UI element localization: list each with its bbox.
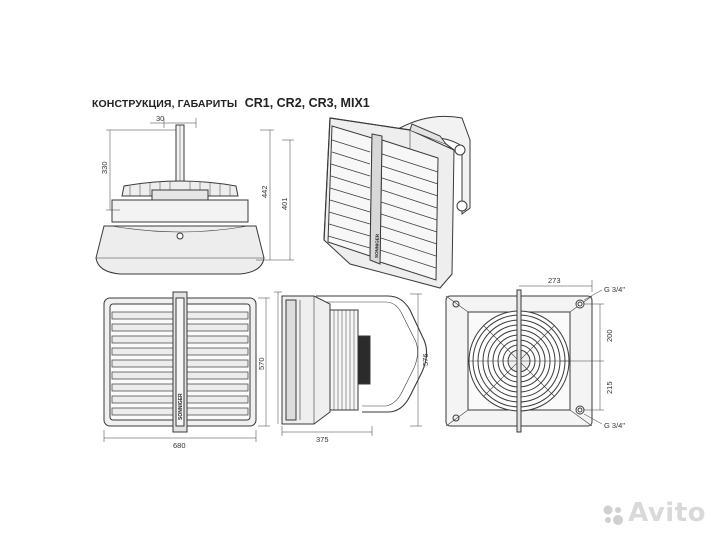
top-view — [95, 118, 294, 275]
title-construction-text: КОНСТРУКЦИЯ, ГАБАРИТЫ — [92, 98, 238, 110]
heater-body-side — [111, 199, 249, 223]
dim-rear-lower: 215 — [605, 381, 614, 394]
dim-pipe-bottom: G 3/4" — [604, 421, 625, 430]
dim-top-height: 330 — [100, 161, 109, 174]
pipe-connection-bottom — [575, 405, 585, 415]
dim-top-body: 401 — [280, 197, 289, 210]
side-view — [274, 291, 428, 436]
dim-rear-upper: 200 — [605, 329, 614, 342]
side-fan-guard — [329, 309, 359, 411]
pipe-connection-top — [575, 299, 585, 309]
title-models-text: CR1, CR2, CR3, MIX1 — [244, 96, 370, 110]
dim-top-total: 442 — [260, 185, 269, 198]
dim-pipe-top: G 3/4" — [604, 285, 625, 294]
dim-top-offset: 30 — [156, 114, 164, 123]
rear-rod — [516, 289, 522, 433]
iso-center-post — [369, 133, 383, 265]
dim-side-depth: 375 — [316, 435, 329, 444]
isometric-view — [323, 115, 471, 289]
side-bracket — [316, 295, 428, 413]
brand-label-front: SONNIGER — [178, 393, 184, 420]
dim-rear-width: 273 — [548, 276, 561, 285]
brand-label-iso: SONNIGER — [374, 233, 380, 258]
avito-watermark: Avito — [628, 498, 706, 528]
dim-front-width: 680 — [173, 441, 186, 450]
drawing-title: КОНСТРУКЦИЯ, ГАБАРИТЫ CR1, CR2, CR3, MIX… — [92, 94, 370, 112]
front-view — [103, 291, 270, 442]
dim-front-height: 570 — [257, 357, 266, 370]
side-motor — [357, 335, 371, 385]
avito-logo-icon — [603, 505, 623, 525]
dim-side-height: 576 — [421, 353, 430, 366]
fan-guard — [121, 180, 239, 197]
rear-view — [445, 280, 604, 433]
